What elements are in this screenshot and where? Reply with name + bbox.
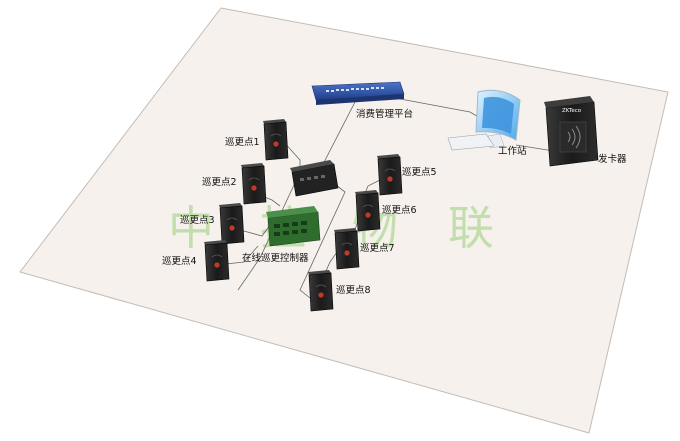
patrol-point-reader-6 [355, 190, 381, 232]
workstation-label: 工作站 [498, 145, 527, 157]
controller-unit-black [290, 160, 339, 197]
workstation-computer [447, 89, 521, 151]
reader-led-icon [365, 212, 371, 218]
rfid-icon [567, 125, 581, 149]
card-issuer-label: 发卡器 [598, 153, 627, 165]
patrol-point-reader-5 [377, 154, 403, 196]
reader-led-icon [229, 225, 235, 231]
network-switch [311, 81, 405, 105]
patrol-point-label-8: 巡更点8 [336, 285, 371, 296]
reader-led-icon [251, 185, 257, 191]
reader-led-icon [214, 262, 220, 268]
reader-led-icon [344, 250, 350, 256]
floor-plane [19, 7, 669, 434]
controller-label: 在线巡更控制器 [242, 252, 309, 264]
patrol-point-label-4: 巡更点4 [162, 256, 197, 267]
patrol-point-reader-3 [219, 203, 245, 245]
patrol-point-reader-2 [241, 163, 267, 205]
patrol-point-label-1: 巡更点1 [225, 137, 260, 148]
patrol-point-label-2: 巡更点2 [202, 177, 237, 188]
watermark-char-4: 联 [448, 201, 494, 255]
patrol-point-reader-8 [308, 270, 334, 312]
online-patrol-controller [266, 206, 321, 247]
reader-led-icon [318, 292, 324, 298]
reader-led-icon [273, 141, 279, 147]
patrol-point-label-6: 巡更点6 [382, 205, 417, 216]
patrol-point-label-3: 巡更点3 [180, 215, 215, 226]
patrol-point-reader-4 [204, 240, 230, 282]
patrol-point-reader-1 [263, 119, 289, 161]
patrol-point-label-5: 巡更点5 [402, 167, 437, 178]
patrol-point-label-7: 巡更点7 [360, 243, 395, 254]
card-issuer-device: ZKTeco [544, 96, 599, 167]
patrol-point-reader-7 [334, 228, 360, 270]
platform-label: 消费管理平台 [356, 108, 413, 120]
card-issuer-brand-logo: ZKTeco [562, 108, 582, 114]
reader-led-icon [387, 176, 393, 182]
